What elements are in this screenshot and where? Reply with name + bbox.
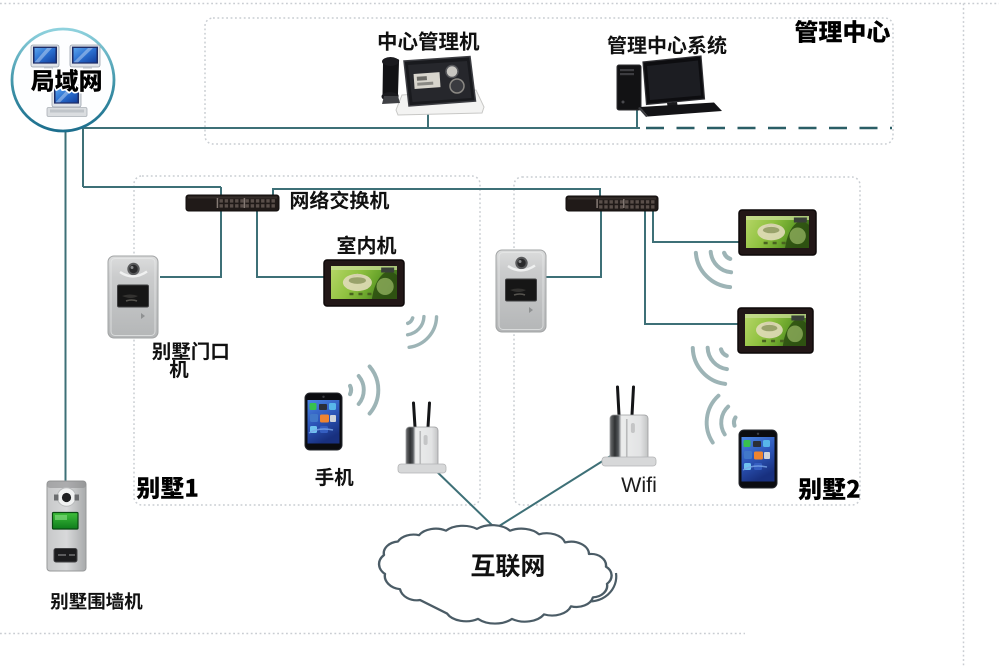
svg-text:Wifi: Wifi xyxy=(621,473,657,497)
